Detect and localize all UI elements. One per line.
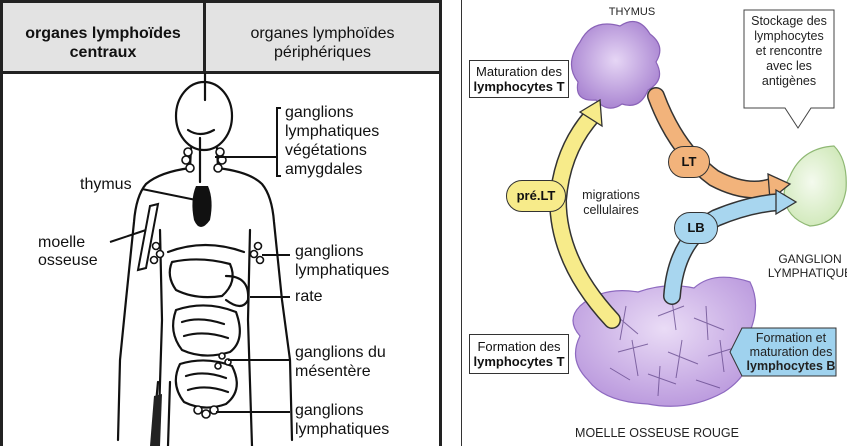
ganglion-line2: LYMPHATIQUE (760, 266, 847, 280)
migrations-line1: migrations (566, 188, 656, 203)
ganglion-line1: GANGLION (760, 252, 847, 266)
stockage-line4: avec les (744, 59, 834, 74)
maturation-line1: Maturation des (470, 64, 568, 79)
lymphocyte-migration-diagram: THYMUS Maturation des lymphocytes T Stoc… (461, 0, 847, 446)
formation-b-line3: lymphocytes B (744, 359, 838, 373)
lb-badge: LB (674, 212, 718, 244)
lymphoid-organs-body-diagram: organes lymphoïdes centraux organes lymp… (0, 0, 442, 446)
lymph-node-ganglion (784, 146, 846, 226)
label-osseuse: osseuse (38, 252, 98, 270)
pre-lt-badge: pré.LT (506, 180, 566, 212)
thymus-organ (571, 22, 659, 109)
stockage-text: Stockage des lymphocytes et rencontre av… (744, 14, 834, 89)
label-mesentere: mésentère (295, 363, 371, 381)
label-lymphatiques-3: lymphatiques (295, 421, 389, 439)
label-ganglions-2: ganglions (295, 243, 364, 261)
label-rate: rate (295, 288, 323, 306)
maturation-line2: lymphocytes T (470, 79, 568, 94)
formation-t-box: Formation des lymphocytes T (469, 334, 569, 374)
arrow-pre-lt (558, 116, 612, 320)
migrations-text: migrations cellulaires (566, 188, 656, 218)
formation-t-line1: Formation des (470, 339, 568, 354)
label-thymus: thymus (80, 176, 132, 194)
label-ganglions-3: ganglions (295, 402, 364, 420)
label-vegetations: végétations (285, 142, 367, 160)
stockage-line3: et rencontre (744, 44, 834, 59)
stockage-line2: lymphocytes (744, 29, 834, 44)
stockage-line5: antigènes (744, 74, 834, 89)
lt-badge: LT (668, 146, 710, 178)
label-lymphatiques-1: lymphatiques (285, 123, 379, 141)
arrow-lt (656, 96, 774, 190)
body-right-outline (218, 168, 292, 440)
label-ganglions-1: ganglions (285, 104, 354, 122)
formation-t-line2: lymphocytes T (470, 354, 568, 369)
thymus-organ (192, 186, 211, 227)
label-lymphatiques-2: lymphatiques (295, 262, 389, 280)
formation-b-line2: maturation des (744, 345, 838, 359)
label-ganglions-du: ganglions du (295, 344, 386, 362)
migrations-line2: cellulaires (566, 203, 656, 218)
human-body-illustration (0, 0, 442, 446)
label-amygdales: amygdales (285, 161, 362, 179)
ganglion-label: GANGLION LYMPHATIQUE (760, 252, 847, 280)
intestine-outline (173, 305, 240, 355)
formation-b-text: Formation et maturation des lymphocytes … (744, 331, 838, 373)
stockage-line1: Stockage des (744, 14, 834, 29)
moelle-title: MOELLE OSSEUSE ROUGE (562, 426, 752, 440)
label-moelle: moelle (38, 234, 85, 252)
liver-outline (170, 259, 233, 297)
thymus-title: THYMUS (602, 5, 662, 19)
formation-b-line1: Formation et (744, 331, 838, 345)
spleen-outline (226, 276, 248, 306)
maturation-t-box: Maturation des lymphocytes T (469, 60, 569, 98)
